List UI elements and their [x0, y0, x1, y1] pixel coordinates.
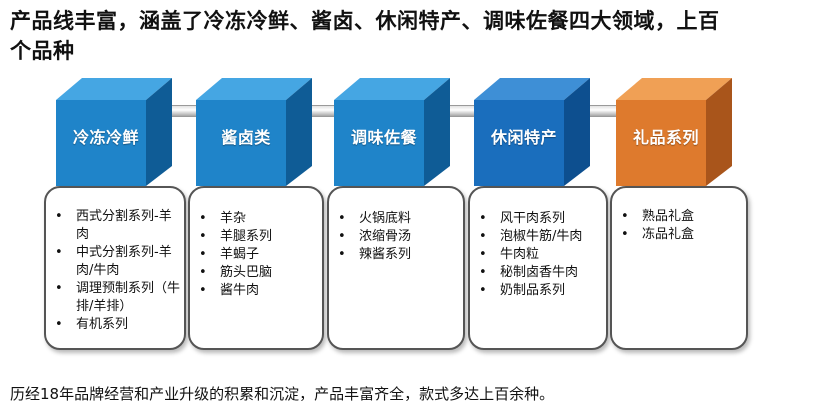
cube-icon	[334, 78, 450, 186]
category-label: 酱卤类	[221, 128, 271, 147]
cube-icon	[616, 78, 732, 186]
cube-icon	[474, 78, 590, 186]
category-label: 休闲特产	[490, 128, 557, 147]
category-cube-braised: 酱卤类	[188, 70, 320, 188]
footer-text: 历经18年品牌经营和产业升级的积累和沉淀，产品丰富齐全，款式多达上百余种。	[10, 385, 555, 403]
items-box-seasoning: 火锅底料 浓缩骨汤 辣酱系列	[327, 186, 465, 350]
items-box-frozen: 西式分割系列-羊肉 中式分割系列-羊肉/牛肉 调理预制系列（牛排/羊排） 有机系…	[44, 186, 186, 350]
cube-icon	[196, 78, 312, 186]
list-item: 泡椒牛筋/牛肉	[470, 228, 606, 246]
category-label: 冷冻冷鲜	[72, 128, 139, 147]
list-item: 奶制品系列	[470, 282, 606, 300]
list-item: 调理预制系列（牛排/羊排）	[46, 280, 184, 316]
list-item: 筋头巴脑	[190, 264, 322, 282]
category-cube-frozen: 冷冻冷鲜	[48, 70, 180, 188]
items-box-gifts: 熟品礼盒 冻品礼盒	[610, 186, 748, 350]
category-cube-gifts: 礼品系列	[608, 70, 740, 188]
list-item: 浓缩骨汤	[329, 228, 463, 246]
category-label: 礼品系列	[632, 128, 699, 147]
page-title: 产品线丰富，涵盖了冷冻冷鲜、酱卤、休闲特产、调味佐餐四大领域，上百个品种	[10, 9, 720, 63]
list-item: 辣酱系列	[329, 246, 463, 264]
list-item: 火锅底料	[329, 210, 463, 228]
category-cube-snacks: 休闲特产	[466, 70, 598, 188]
items-box-braised: 羊杂 羊腿系列 羊蝎子 筋头巴脑 酱牛肉	[188, 186, 324, 350]
list-item: 西式分割系列-羊肉	[46, 208, 184, 244]
list-item: 中式分割系列-羊肉/牛肉	[46, 244, 184, 280]
category-label: 调味佐餐	[350, 128, 417, 147]
category-cube-seasoning: 调味佐餐	[326, 70, 458, 188]
list-item: 有机系列	[46, 316, 184, 334]
cube-icon	[56, 78, 172, 186]
list-item: 熟品礼盒	[612, 208, 746, 226]
list-item: 冻品礼盒	[612, 226, 746, 244]
list-item: 羊腿系列	[190, 228, 322, 246]
list-item: 风干肉系列	[470, 210, 606, 228]
list-item: 牛肉粒	[470, 246, 606, 264]
items-box-snacks: 风干肉系列 泡椒牛筋/牛肉 牛肉粒 秘制卤香牛肉 奶制品系列	[468, 186, 608, 350]
list-item: 酱牛肉	[190, 282, 322, 300]
list-item: 秘制卤香牛肉	[470, 264, 606, 282]
list-item: 羊杂	[190, 210, 322, 228]
list-item: 羊蝎子	[190, 246, 322, 264]
